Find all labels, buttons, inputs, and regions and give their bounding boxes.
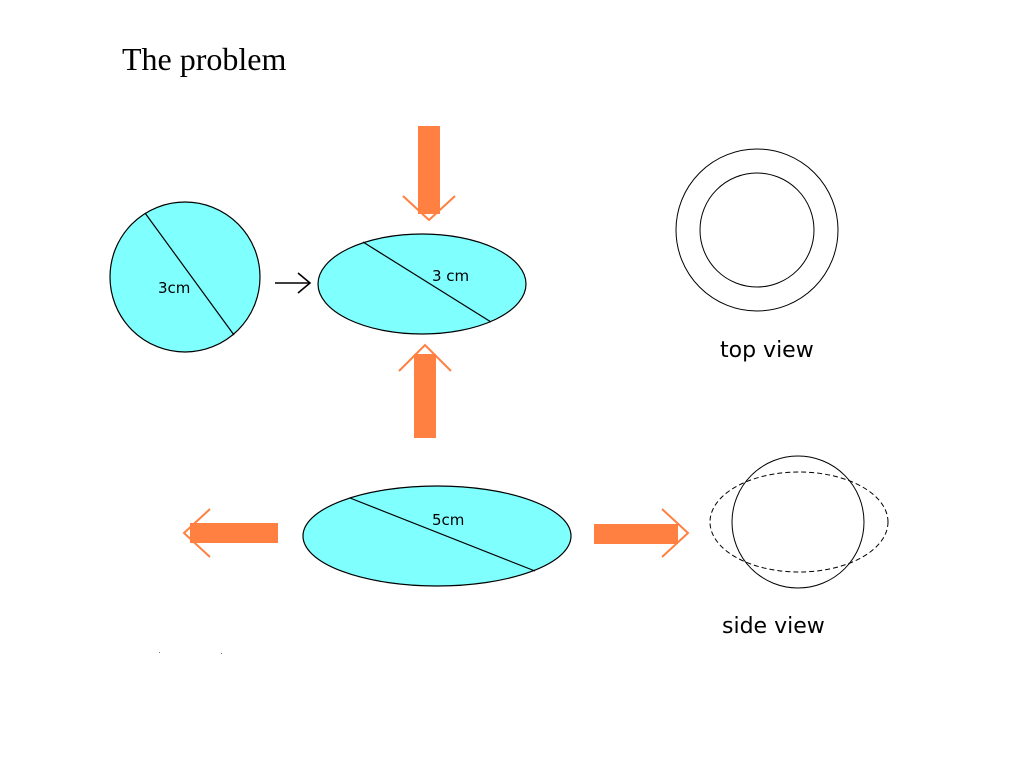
arrow-transform <box>275 272 312 294</box>
top-view-label: top view <box>720 338 814 363</box>
flattened-diameter-line <box>349 497 536 572</box>
squashed-ellipse-group: 3 cm <box>317 233 527 335</box>
flattened-diameter-label: 5cm <box>432 511 464 529</box>
arrow-up <box>398 343 452 438</box>
top-view-group: top view <box>675 148 839 363</box>
arrow-right <box>594 508 690 558</box>
sphere-diameter-line <box>144 212 235 336</box>
flattened-ellipse-group: 5cm <box>302 485 572 587</box>
top-view-outer-circle <box>675 148 839 312</box>
side-view-circle <box>731 455 865 589</box>
sphere-diameter-label: 3cm <box>158 279 190 297</box>
side-view-label: side view <box>722 614 825 639</box>
page-title: The problem <box>122 41 287 77</box>
sphere-circle <box>109 201 261 353</box>
sphere-group: 3cm <box>109 201 261 353</box>
squashed-ellipse <box>317 233 527 335</box>
side-view-ellipse <box>709 471 889 573</box>
arrow-left <box>182 508 278 558</box>
top-view-inner-circle <box>699 172 815 288</box>
flattened-ellipse <box>302 485 572 587</box>
squashed-diameter-line <box>362 241 492 323</box>
squashed-diameter-label: 3 cm <box>432 267 469 285</box>
arrow-down <box>402 126 456 222</box>
speck <box>221 653 222 654</box>
side-view-group: side view <box>709 455 889 639</box>
speck <box>159 652 160 653</box>
